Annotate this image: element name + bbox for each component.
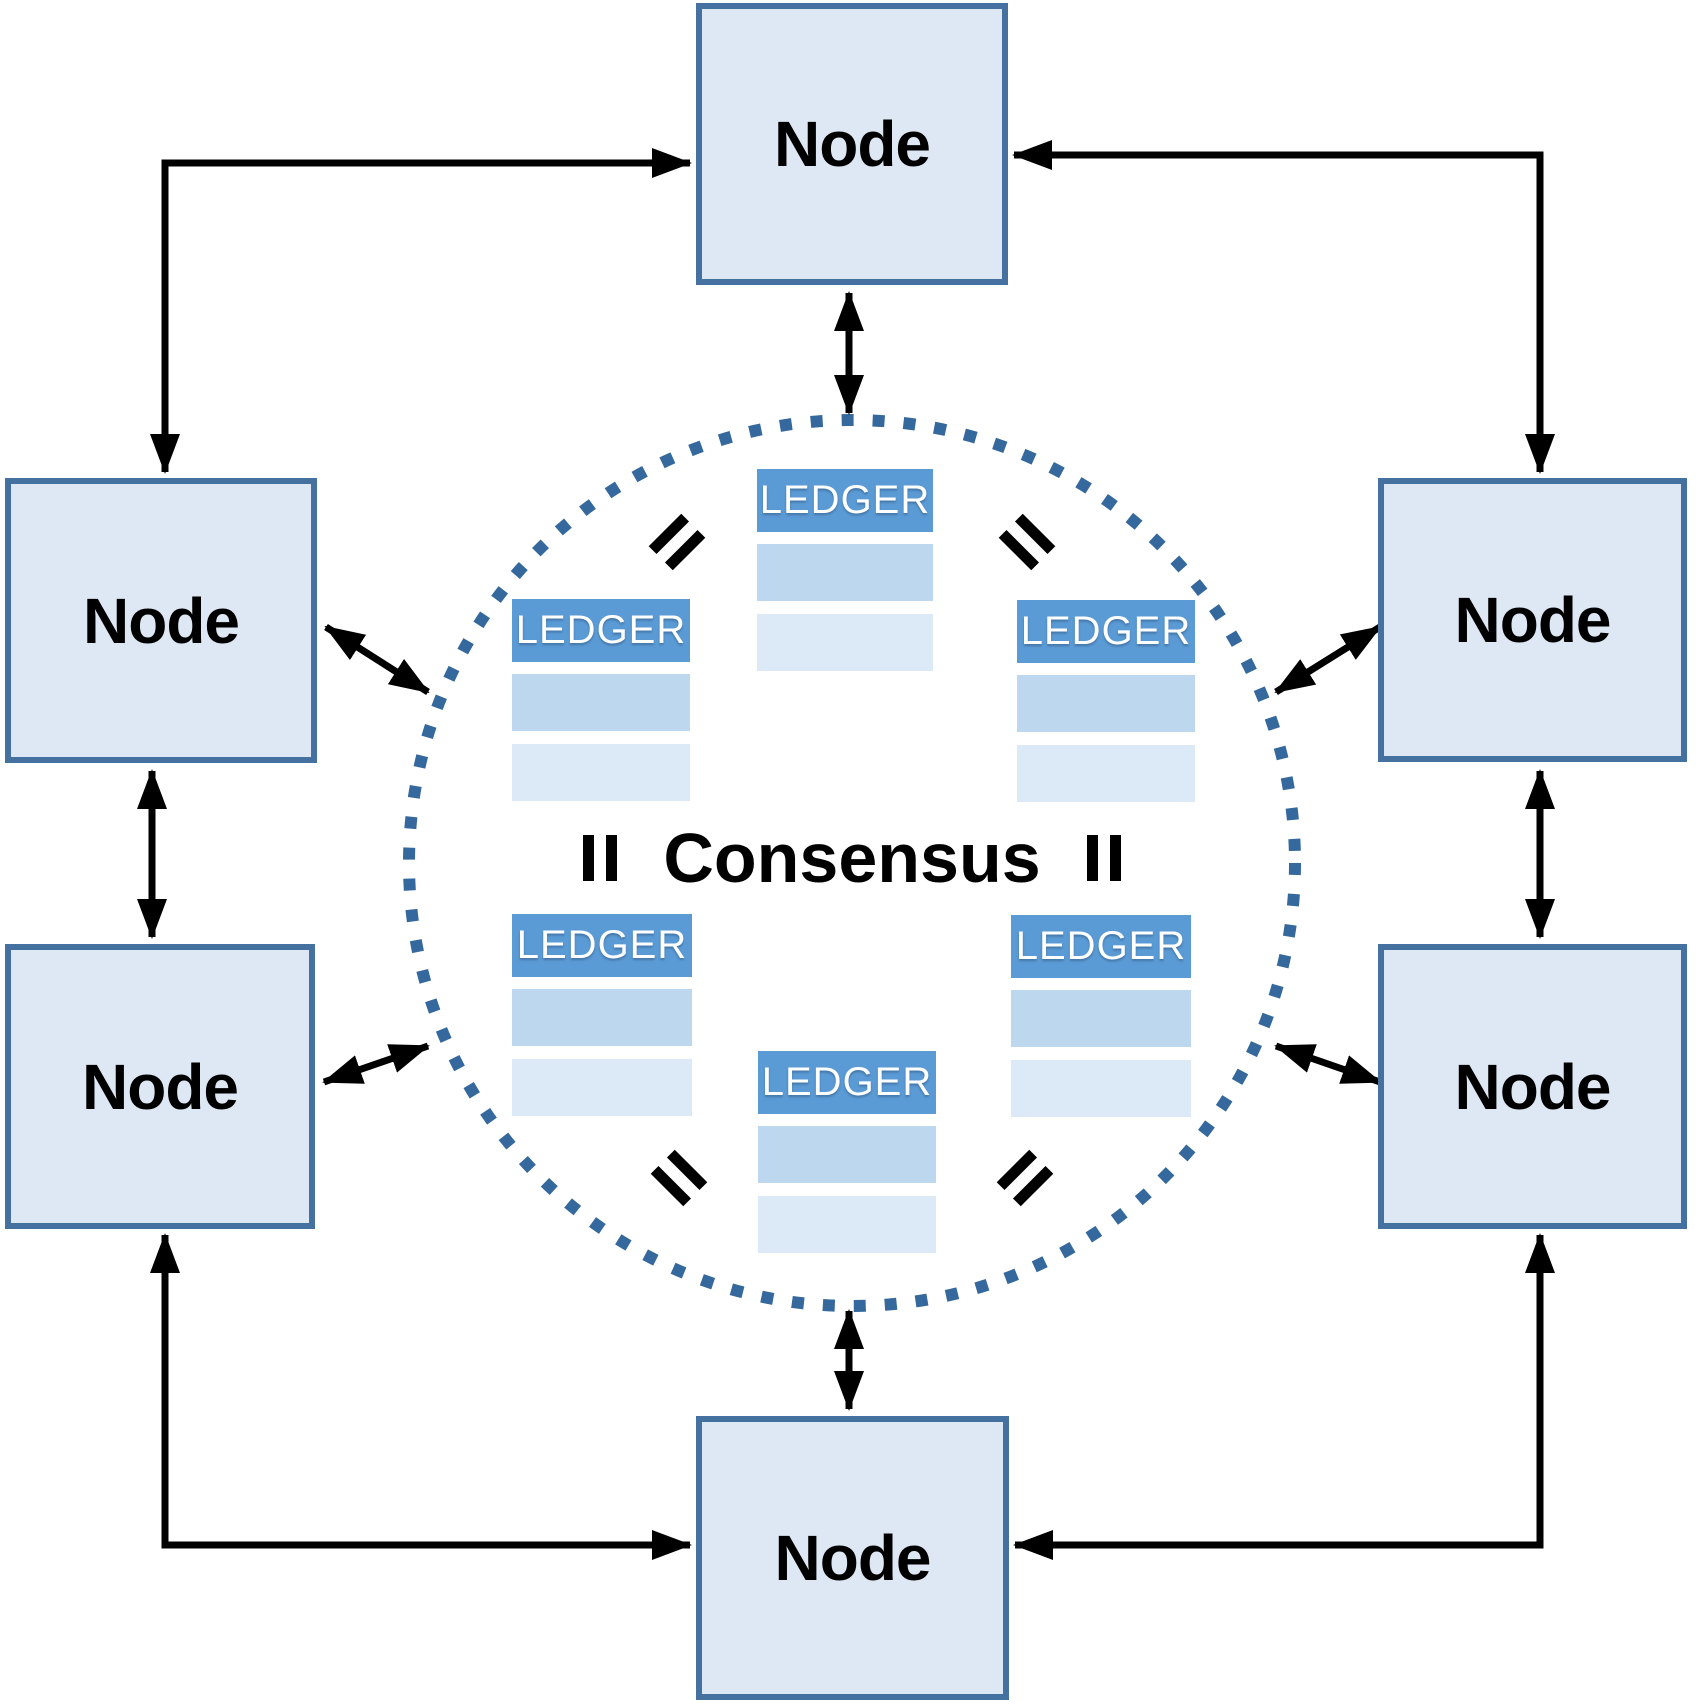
ledger-label: LEDGER xyxy=(759,478,931,522)
consensus-circle xyxy=(403,414,1301,1312)
arrow-upper-right-node-circle xyxy=(1274,624,1382,695)
ledger-label: LEDGER xyxy=(516,923,688,967)
node-box-upper-right: Node xyxy=(1378,478,1687,762)
arrow-lower-left-node-circle xyxy=(322,1042,430,1086)
node-box-bottom: Node xyxy=(696,1416,1009,1700)
node-label: Node xyxy=(82,1050,239,1123)
ledger-header: LEDGER xyxy=(512,914,692,977)
ledger-header: LEDGER xyxy=(1017,600,1195,663)
arrow-lower-right-node-circle xyxy=(1274,1042,1382,1086)
ledger-row xyxy=(1011,1060,1191,1117)
ledger-row xyxy=(1011,990,1191,1047)
ledger-header: LEDGER xyxy=(512,599,690,662)
consensus-label: Consensus xyxy=(663,819,1041,897)
ledger-table-top: LEDGER xyxy=(757,469,933,671)
ledger-table-lower-right: LEDGER xyxy=(1011,915,1191,1117)
ledger-header: LEDGER xyxy=(757,469,933,532)
arrow-upper-left-node-circle xyxy=(324,624,430,695)
node-label: Node xyxy=(774,1522,932,1594)
node-box-top: Node xyxy=(696,3,1008,285)
ledger-row xyxy=(512,989,692,1046)
ledger-row xyxy=(512,1059,692,1116)
node-label: Node xyxy=(1454,584,1612,656)
ledger-label: LEDGER xyxy=(1020,609,1192,653)
arrow-lower-left-to-bottom xyxy=(150,1233,692,1560)
node-box-upper-left: Node xyxy=(5,478,317,763)
node-label: Node xyxy=(83,584,240,657)
arrow-upper-right-to-top xyxy=(1012,140,1555,474)
node-label: Node xyxy=(774,108,931,180)
node-box-lower-right: Node xyxy=(1378,944,1687,1229)
ledger-row xyxy=(1017,675,1195,732)
ledger-header: LEDGER xyxy=(758,1051,936,1114)
ledger-row xyxy=(758,1126,936,1183)
node-box-lower-left: Node xyxy=(5,944,315,1229)
ledger-label: LEDGER xyxy=(515,608,687,652)
ledger-row xyxy=(758,1196,936,1253)
ledger-table-lower-left: LEDGER xyxy=(512,914,692,1116)
ledger-row xyxy=(512,744,690,801)
node-label: Node xyxy=(1454,1050,1612,1123)
ledger-label: LEDGER xyxy=(1015,924,1187,968)
ledger-label: LEDGER xyxy=(761,1060,933,1104)
arrow-lower-right-to-bottom xyxy=(1013,1233,1555,1560)
ledger-row xyxy=(757,544,933,601)
ledger-row xyxy=(1017,745,1195,802)
ledger-table-bottom: LEDGER xyxy=(758,1051,936,1253)
ledger-table-upper-left: LEDGER xyxy=(512,599,690,801)
ledger-row xyxy=(512,674,690,731)
ledger-row xyxy=(757,614,933,671)
arrow-upper-left-to-top xyxy=(150,148,692,474)
ledger-table-upper-right: LEDGER xyxy=(1017,600,1195,802)
ledger-header: LEDGER xyxy=(1011,915,1191,978)
